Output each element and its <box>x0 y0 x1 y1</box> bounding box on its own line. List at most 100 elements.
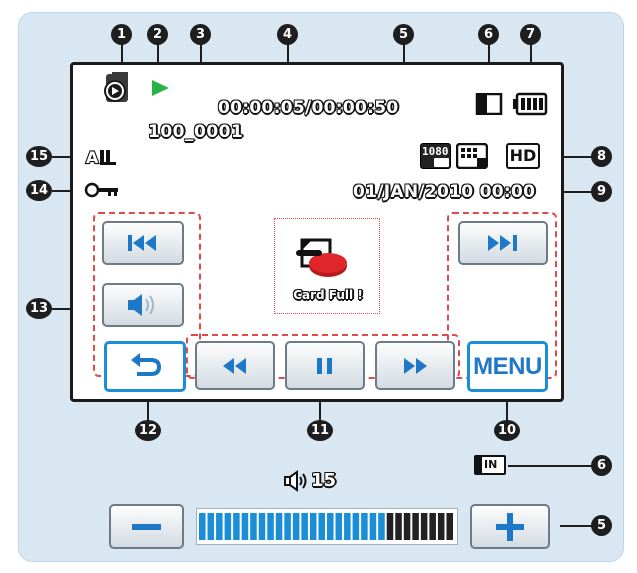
callout-9: 9 <box>591 181 612 202</box>
callout-5b: 5 <box>591 515 612 536</box>
timecode: 00:00:05/00:00:50 <box>218 98 399 118</box>
skip-back-icon <box>128 235 156 251</box>
playback-mode-icon <box>104 72 128 102</box>
leader-9 <box>548 191 595 193</box>
date-time: 01/JAN/2010 00:00 <box>353 182 536 202</box>
volume-segment-empty <box>437 513 445 540</box>
plus-icon <box>496 513 524 541</box>
leader-2 <box>157 42 159 75</box>
volume-minus-button[interactable] <box>109 504 184 549</box>
volume-segment-filled <box>224 513 232 540</box>
volume-plus-button[interactable] <box>470 504 550 549</box>
leader-8 <box>540 156 595 158</box>
leader-10 <box>506 393 508 423</box>
volume-icon <box>284 470 307 492</box>
svg-text:A: A <box>86 148 99 167</box>
leader-5b <box>560 525 595 527</box>
volume-segment-filled <box>233 513 240 540</box>
battery-icon <box>513 92 548 116</box>
volume-segment-filled <box>241 513 249 540</box>
volume-segment-filled <box>344 513 351 540</box>
callout-13: 13 <box>26 298 52 319</box>
card-icon <box>475 93 503 115</box>
volume-segment-filled <box>378 513 385 540</box>
volume-segment-empty <box>412 513 419 540</box>
callout-1: 1 <box>111 24 132 45</box>
volume-segment-filled <box>369 513 377 540</box>
callout-7: 7 <box>520 24 541 45</box>
memory-icon: IN <box>474 455 506 475</box>
callout-8: 8 <box>591 146 612 167</box>
menu-label: MENU <box>473 353 542 380</box>
callout-6: 6 <box>478 24 499 45</box>
speaker-icon <box>128 294 154 316</box>
resolution-icon: A <box>85 147 116 168</box>
volume-segment-filled <box>309 513 317 540</box>
volume-segment-filled <box>258 513 266 540</box>
volume-segment-filled <box>216 513 223 540</box>
volume-segment-filled <box>318 513 325 540</box>
rewind-icon <box>223 358 246 374</box>
volume-segment-filled <box>361 513 368 540</box>
resolution-badge-icon: 1080 <box>420 143 451 169</box>
hd-icon: HD <box>506 143 540 169</box>
volume-segment-empty <box>395 513 402 540</box>
leader-15 <box>52 156 82 158</box>
highlight-card-full <box>274 218 380 314</box>
card-full-text: Card Full ! <box>293 288 363 302</box>
card-full-icon <box>296 238 347 277</box>
volume-segment-empty <box>403 513 411 540</box>
fast-forward-icon <box>404 358 427 374</box>
skip-back-button[interactable] <box>102 221 184 265</box>
volume-segment-filled <box>207 513 215 540</box>
key-protect-icon <box>84 182 118 198</box>
callout-15: 15 <box>26 146 52 167</box>
volume-segment-filled <box>327 513 334 540</box>
volume-segment-filled <box>292 513 300 540</box>
quality-icon <box>456 143 488 169</box>
skip-forward-icon <box>488 235 517 251</box>
callout-3: 3 <box>190 24 211 45</box>
rewind-button[interactable] <box>195 341 275 390</box>
volume-segment-filled <box>275 513 283 540</box>
pause-button[interactable] <box>285 341 365 390</box>
callout-4: 4 <box>277 24 298 45</box>
volume-segment-empty <box>386 513 394 540</box>
play-icon <box>152 80 169 96</box>
volume-segment-empty <box>429 513 436 540</box>
leader-14 <box>52 190 82 192</box>
volume-segment-empty <box>420 513 428 540</box>
volume-segment-filled <box>335 513 343 540</box>
volume-segment-filled <box>267 513 274 540</box>
leader-6b <box>508 465 595 467</box>
volume-segment-filled <box>284 513 291 540</box>
volume-segment-filled <box>301 513 308 540</box>
callout-12: 12 <box>135 420 161 441</box>
pause-icon <box>317 358 332 374</box>
callout-14: 14 <box>26 180 52 201</box>
volume-bar[interactable] <box>196 508 458 545</box>
leader-1 <box>121 42 123 74</box>
volume-segment-empty <box>446 513 453 540</box>
volume-bar-segments <box>199 513 453 540</box>
resolution-badge-text: 1080 <box>422 145 449 158</box>
volume-segment-filled <box>199 513 206 540</box>
callout-2: 2 <box>147 24 168 45</box>
callout-11: 11 <box>307 420 333 441</box>
volume-value: 15 <box>311 470 337 491</box>
leader-12 <box>147 393 149 423</box>
callout-6b: 6 <box>591 455 612 476</box>
return-icon <box>131 353 162 376</box>
volume-segment-filled <box>250 513 257 540</box>
skip-forward-button[interactable] <box>458 221 548 265</box>
return-button[interactable] <box>104 341 186 392</box>
menu-button[interactable]: MENU <box>467 341 548 392</box>
volume-segment-filled <box>352 513 360 540</box>
callout-10: 10 <box>494 420 520 441</box>
memory-badge-text: IN <box>484 458 498 471</box>
minus-icon <box>132 524 161 530</box>
fast-forward-button[interactable] <box>375 341 455 390</box>
volume-button[interactable] <box>102 283 184 327</box>
file-name: 100_0001 <box>148 122 244 142</box>
callout-5: 5 <box>393 24 414 45</box>
